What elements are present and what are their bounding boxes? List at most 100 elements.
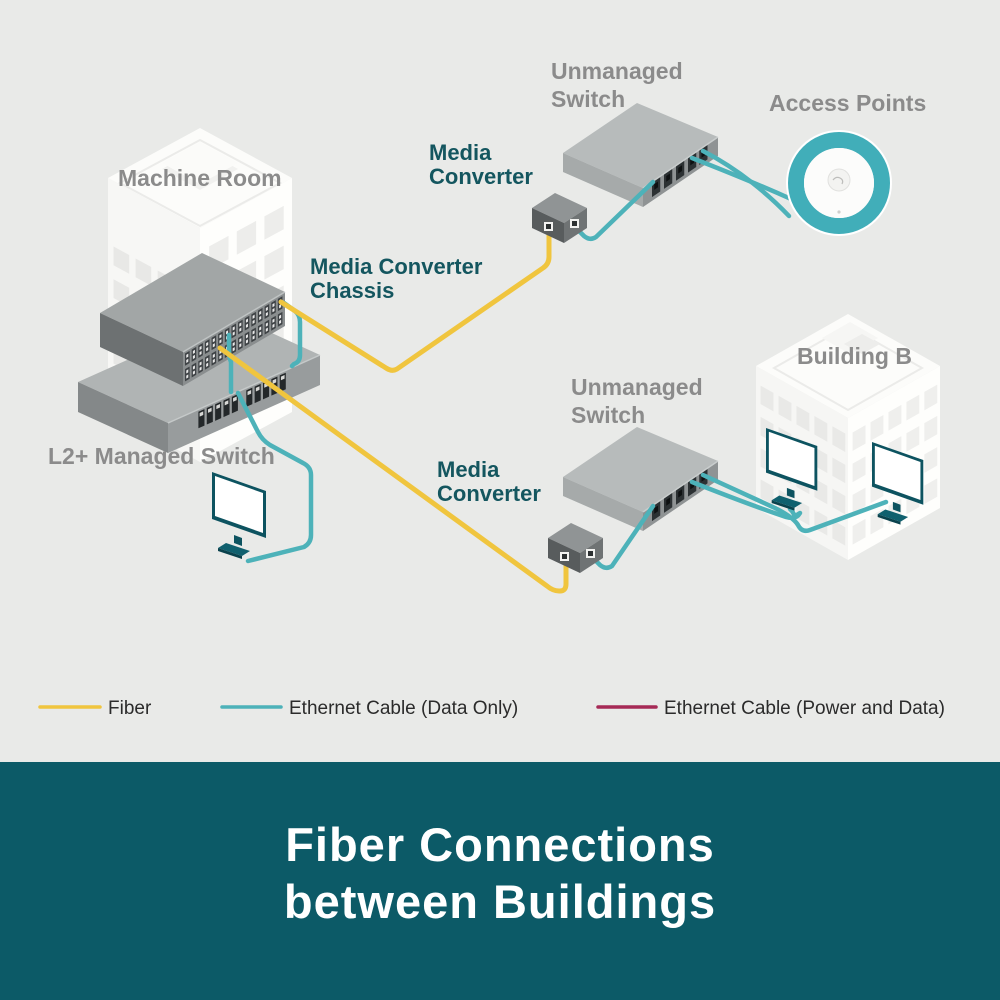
- sfp-pin: [252, 314, 255, 319]
- rj45-port: [279, 372, 286, 392]
- legend-label-ethernet-power-data: Ethernet Cable (Power and Data): [664, 698, 945, 719]
- window-pane: [796, 499, 810, 526]
- label-unmanaged-switch-top-2: Switch: [551, 86, 625, 112]
- window-pane: [924, 384, 938, 411]
- rooftop-structure-side: [844, 334, 880, 354]
- window-pane: [760, 385, 774, 412]
- sfp-pin: [259, 331, 262, 336]
- ethernet-cable-converter-to-switch-bottom: [588, 503, 656, 570]
- sfp-module: [211, 350, 217, 366]
- sfp-pin: [186, 358, 189, 363]
- roof-inner-border: [771, 324, 925, 412]
- sfp-module: [238, 319, 243, 335]
- label-media-converter-chassis-1: Media Converter: [310, 254, 483, 279]
- sfp-pin: [232, 326, 235, 331]
- label-media-converter-chassis-2: Chassis: [310, 278, 394, 303]
- rj45-pins: [280, 375, 285, 381]
- sfp-pin: [279, 314, 282, 319]
- sfp-pin: [245, 339, 248, 344]
- window-pane: [906, 394, 920, 421]
- sfp-module: [198, 343, 203, 358]
- sfp-module: [211, 335, 217, 351]
- sfp-module: [238, 335, 243, 351]
- sfp-pin: [186, 369, 189, 374]
- sfp-pin: [192, 349, 195, 354]
- sfp-pin: [265, 327, 268, 332]
- ethernet-cable-switch-to-monitor-b1: [689, 479, 803, 521]
- banner-title-line2: between Buildings: [284, 875, 716, 928]
- rj45-port: [206, 405, 213, 425]
- label-access-points: Access Points: [769, 90, 926, 116]
- window-pane: [113, 246, 130, 274]
- banner-title-line1: Fiber Connections: [285, 818, 715, 871]
- sfp-pin: [272, 323, 275, 328]
- sfp-pin: [212, 338, 215, 343]
- sfp-pin: [232, 347, 235, 352]
- sfp-module: [218, 331, 223, 347]
- sfp-pin: [272, 302, 275, 308]
- label-media-converter-bottom-2: Converter: [437, 481, 541, 506]
- window-pane: [814, 478, 828, 505]
- banner-background: [0, 762, 1000, 1000]
- sfp-pin: [259, 326, 262, 331]
- rj45-pins: [216, 403, 220, 410]
- sfp-module: [251, 327, 256, 343]
- ap-teal-ring: [788, 132, 890, 234]
- sfp-pin: [206, 357, 209, 362]
- label-building-b: Building B: [797, 343, 912, 369]
- sfp-module: [231, 323, 237, 339]
- ethernet-cable-switch-to-ap-2: [700, 148, 792, 219]
- window-pane: [924, 478, 938, 505]
- legend: Fiber Ethernet Cable (Data Only) Etherne…: [38, 698, 945, 719]
- sfp-pin: [245, 318, 248, 323]
- window-pane: [852, 518, 866, 545]
- rj45-pins: [199, 411, 204, 417]
- l2-switch-ports: [198, 372, 286, 429]
- media-converter-chassis-device: [100, 253, 286, 386]
- window-pane: [236, 220, 257, 255]
- sfp-module: [185, 366, 190, 382]
- sfp-pin: [279, 304, 282, 309]
- ethernet-cable-switch-to-monitor-b2: [700, 472, 889, 534]
- window-pane: [852, 456, 866, 483]
- sfp-pin: [212, 358, 215, 364]
- label-unmanaged-switch-bottom-1: Unmanaged: [571, 374, 703, 400]
- window-pane: [814, 447, 828, 474]
- sfp-pin: [219, 354, 222, 360]
- rj45-port: [198, 409, 205, 429]
- sfp-pin: [219, 334, 222, 339]
- label-unmanaged-switch-top-1: Unmanaged: [551, 58, 683, 84]
- rj45-port: [223, 397, 230, 418]
- sfp-pin: [252, 319, 255, 325]
- chassis-top-face: [100, 253, 285, 352]
- rj45-port: [254, 383, 261, 404]
- sfp-pin: [199, 345, 202, 351]
- ethernet-cable-chassis-to-switch-left: [226, 332, 234, 395]
- label-media-converter-bottom-1: Media: [437, 457, 500, 482]
- sfp-pin: [199, 361, 202, 366]
- ap-led: [837, 210, 841, 214]
- sfp-pin: [279, 319, 282, 325]
- window-pane: [852, 425, 866, 451]
- sfp-pin: [206, 341, 209, 347]
- ethernet-cable-converter-to-switch-top: [572, 179, 656, 241]
- sfp-pin: [265, 306, 268, 312]
- sfp-pin: [259, 315, 262, 321]
- window-pane: [760, 479, 774, 506]
- rj45-pins: [247, 390, 252, 396]
- sfp-pin: [252, 330, 255, 335]
- sfp-pin: [219, 339, 222, 344]
- sfp-module: [204, 354, 210, 370]
- sfp-pin: [272, 318, 275, 323]
- sfp-pin: [265, 322, 268, 327]
- rj45-pins: [207, 407, 212, 413]
- chassis-left-face: [100, 313, 183, 386]
- window-pane: [924, 415, 938, 442]
- sfp-pin: [239, 322, 242, 327]
- sfp-pin: [199, 350, 202, 356]
- rj45-pins: [233, 396, 237, 402]
- sfp-module: [191, 362, 197, 378]
- sfp-pin: [245, 334, 248, 339]
- legend-label-ethernet-data: Ethernet Cable (Data Only): [289, 698, 518, 719]
